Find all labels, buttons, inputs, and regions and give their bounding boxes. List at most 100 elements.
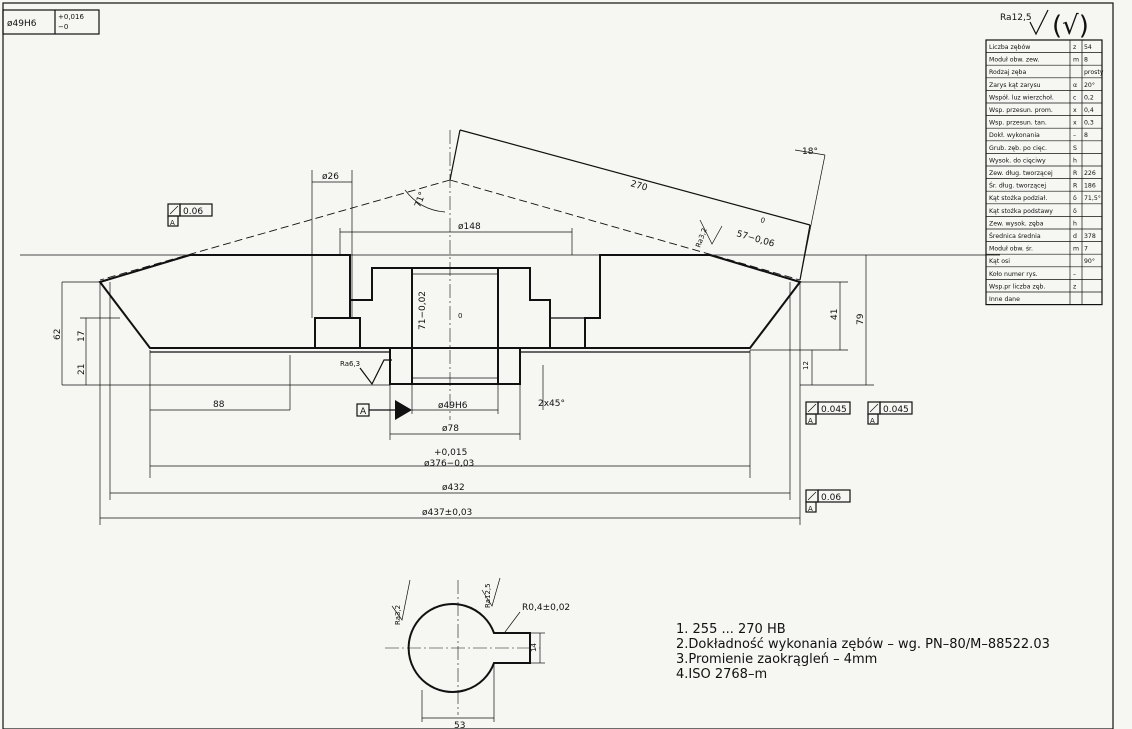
gear-table-value: 20° [1084,81,1095,89]
gear-table-row: Zarys kąt zarysu α 20° [989,81,1095,89]
gear-table-label: Wsp.pr liczba zęb. [989,283,1045,290]
gear-table-symbol: h [1073,157,1077,164]
gear-section [98,254,802,385]
vertical-dimensions-right: 41 79 12 2x45° 71−0,02 0 [418,255,874,410]
dim-79: 79 [856,313,866,325]
gear-table-value: 90° [1084,257,1095,265]
gear-table-symbol: m [1073,57,1079,64]
runout-value: 0.06 [183,207,203,217]
dim-21: 21 [77,364,87,375]
gear-table-symbol: α [1073,82,1077,89]
gear-table-label: Wsp. przesun. prom. [989,107,1053,114]
gear-table-label: Średnica średnia [989,231,1041,240]
sheet-border [2,2,1114,729]
dim-57-zero: 0 [759,216,766,225]
gear-table-label: Kąt stożka podstawy [989,208,1053,215]
gear-table-value: 0,4 [1084,107,1094,114]
gear-table-row: Dokł. wykonania–8 [989,132,1088,139]
dim-62: 62 [53,329,63,340]
gear-table-row: Wsp. przesun. tan. x 0,3 [989,120,1094,127]
gear-table-label: Grub. zęb. po cięc. [989,145,1047,152]
dim-41: 41 [830,309,840,320]
gear-table-value: 7 [1084,246,1088,253]
gear-table-label: Zarys kąt zarysu [989,82,1041,89]
dim-12: 12 [802,361,810,370]
runout-value: 0.045 [883,405,909,415]
dim-bore-vertical: 71−0,02 [418,291,428,330]
dim-ra32-right: Ra3,2 [694,227,708,249]
ra-6-3-symbol: Ra6,3 [340,359,392,386]
gear-table-value: 186 [1084,183,1096,190]
gear-table-symbol: m [1073,246,1079,253]
dim-d437: ø437±0,03 [422,508,472,518]
gear-table-symbol: R [1073,170,1078,177]
dim-tol-upper: +0,015 [434,448,467,458]
gear-table-symbol: S [1073,145,1077,152]
gear-table-symbol: – [1073,132,1076,139]
gear-table-label: Wysok. do cięciwy [989,157,1046,164]
gear-table-label: Liczba zębów [989,43,1030,51]
gear-table-symbol: δ [1073,208,1077,215]
dim-chamfer: 2x45° [538,399,565,409]
dim-bore: ø49H6 [438,401,468,411]
gear-table-value: 0,3 [1084,120,1094,127]
runout-datum: A [808,417,813,425]
bore [411,267,499,385]
datum-a: A [356,400,412,420]
section-radius: R0,4±0,02 [522,603,570,613]
gear-table-value: 226 [1084,170,1096,177]
datum-a-label: A [360,407,367,417]
gear-table-value: prosty [1084,69,1104,76]
gear-table-value: 54 [1084,44,1092,51]
note-line: 3.Promienie zaokrągleń – 4mm [676,652,877,667]
gear-table-symbol: c [1073,94,1077,101]
corner-tolerance-box: ø49H6 +0,016 −0 [2,9,100,35]
gear-table-row: Kąt osi 90° [989,257,1095,265]
gear-table-row: Współ. luz wierzchoł. c 0,2 [989,93,1094,101]
gear-table-symbol: d [1073,233,1077,240]
right-rim-section [584,254,802,349]
gear-table-row: Inne dane [989,296,1020,303]
gear-table-symbol: x [1073,107,1077,114]
gear-table-label: Współ. luz wierzchoł. [989,93,1054,101]
keyway-section-view: 53 14 R0,4±0,02 Ra3,2 Ra12,5 [385,577,570,729]
corner-lower: −0 [58,23,68,31]
gear-table-label: Kąt osi [989,258,1010,265]
corner-size: ø49H6 [7,19,37,29]
gear-table-label: Inne dane [989,296,1020,303]
vertical-dimensions-left: 62 17 21 [53,281,390,386]
extension-lines [99,170,801,525]
gear-table-row: Wsp.pr liczba zęb. z [989,283,1076,290]
gear-table-row: Kąt stożka podstawy δ [989,208,1077,215]
dim-d376: ø376−0,03 [424,459,474,469]
technical-notes: 1. 255 ... 270 HB2.Dokładność wykonania … [676,622,1050,682]
gear-table-label: Dokł. wykonania [989,132,1040,139]
gear-table-symbol: z [1073,44,1076,51]
cone-construction [99,129,826,281]
gear-table-symbol: R [1073,183,1078,190]
corner-upper: +0,016 [58,13,84,21]
gear-table-symbol: x [1073,120,1077,127]
general-surface-finish: Ra12,5 (√) [1000,9,1089,41]
general-ra: Ra12,5 [1000,13,1032,23]
dim-bore-vertical-zero: 0 [458,312,462,320]
gear-table-value: 0,2 [1084,94,1094,101]
runout-frame: 0.06A [805,489,851,513]
gear-table-symbol: z [1073,283,1076,290]
gear-table-label: Moduł obw. zew. [989,57,1039,64]
note-line: 2.Dokładność wykonania zębów – wg. PN–80… [676,637,1050,652]
section-ra-right: Ra12,5 [484,583,492,608]
general-ra-symbol: (√) [1052,11,1089,41]
runout-value: 0.06 [821,493,841,503]
horizontal-dimensions: ø26 ø148 88 ø49H6 ø78 +0,015 ø376−0,03 ø… [100,172,800,519]
gear-table-label: Wsp. przesun. tan. [989,120,1047,127]
dim-18deg: 18° [802,147,818,157]
dim-d78: ø78 [442,424,459,434]
